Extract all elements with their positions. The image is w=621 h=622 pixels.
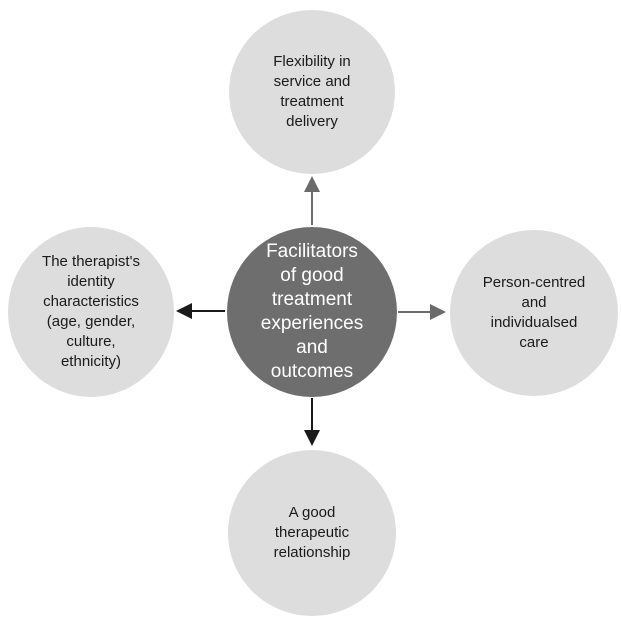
right-node-label: Person-centred and individualsed care — [482, 274, 586, 351]
center-node-label: Facilitators of good treatment experienc… — [260, 241, 364, 382]
top-node-flexibility: Flexibility in service and treatment del… — [229, 10, 395, 174]
right-node-person-centred-care: Person-centred and individualsed care — [450, 230, 618, 396]
bottom-node-therapeutic-relationship: A good therapeutic relationship — [228, 450, 396, 616]
left-node-label: The therapist's identity characteristics… — [42, 253, 140, 370]
bottom-node-label: A good therapeutic relationship — [273, 504, 351, 561]
left-node-therapist-identity: The therapist's identity characteristics… — [8, 227, 174, 397]
top-node-label: Flexibility in service and treatment del… — [273, 53, 351, 130]
center-node-facilitators: Facilitators of good treatment experienc… — [227, 227, 397, 397]
